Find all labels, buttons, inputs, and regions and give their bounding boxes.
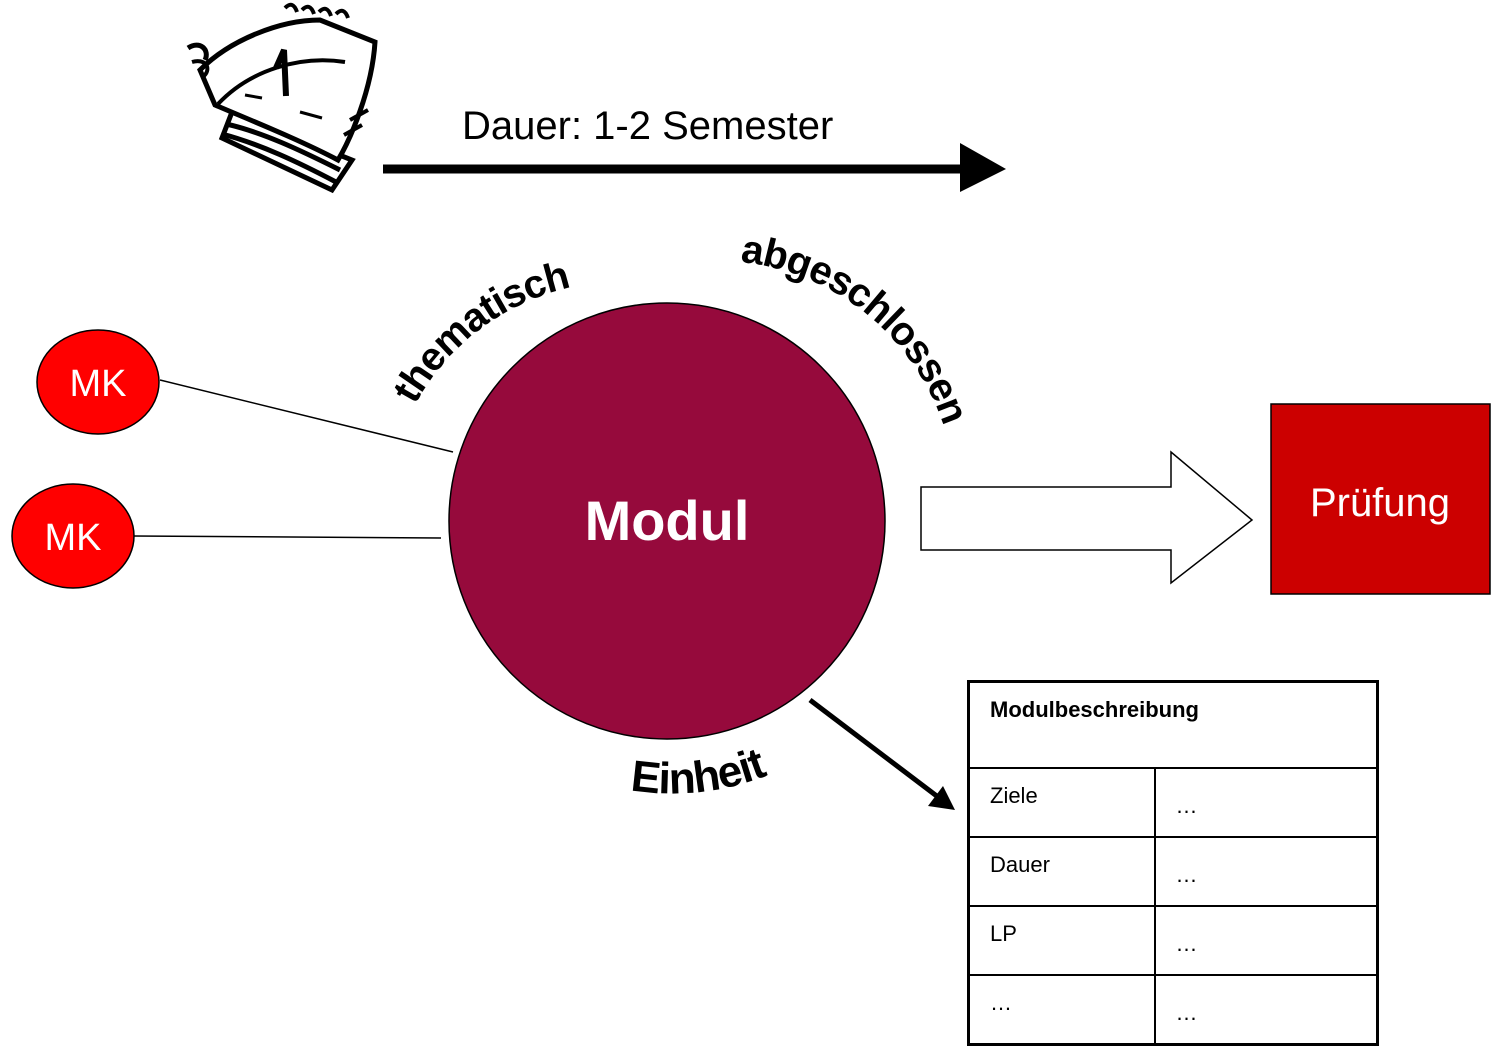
table-row-value: … [1153,905,1379,976]
satellite-label: MK [45,517,102,559]
exam-label: Prüfung [1310,481,1450,525]
connector-line-2 [132,535,442,539]
table-row-value: … [1153,767,1379,838]
table-row-label: Dauer [967,836,1156,907]
exam-box [1270,403,1491,595]
module-label: Modul [585,489,750,552]
exam-node: Prüfung [1270,403,1491,595]
module-node: Modul [448,302,886,740]
satellite-mk-1: MK [36,329,160,435]
table-row-label: LP [967,905,1156,976]
table-row-label: Ziele [967,767,1156,838]
table-row: Ziele … [967,767,1379,838]
description-arrow [808,698,955,810]
table-title: Modulbeschreibung [967,680,1379,769]
duration-label: Dauer: 1-2 Semester [462,104,833,148]
table-header-row: Modulbeschreibung [967,680,1379,769]
table-row-label: … [967,974,1156,1045]
module-description-table: Modulbeschreibung Ziele … Dauer … LP … …… [967,680,1379,1046]
arc-word-bottom-path: Einheit [629,738,773,803]
calendar-icon [186,2,378,194]
satellite-circle [11,483,135,589]
arc-word-bottom: Einheit [629,738,772,803]
satellite-label: MK [70,363,127,405]
satellite-circle [36,329,160,435]
table-row-value: … [1153,974,1379,1045]
table-row: Dauer … [967,836,1379,907]
duration-arrow [383,143,1006,192]
exam-arrow [920,450,1254,585]
module-circle [448,302,886,740]
satellite-mk-2: MK [11,483,135,589]
table-row: LP … [967,905,1379,976]
table-row: … … [967,974,1379,1045]
table-row-value: … [1153,836,1379,907]
connector-line-1 [159,379,454,453]
